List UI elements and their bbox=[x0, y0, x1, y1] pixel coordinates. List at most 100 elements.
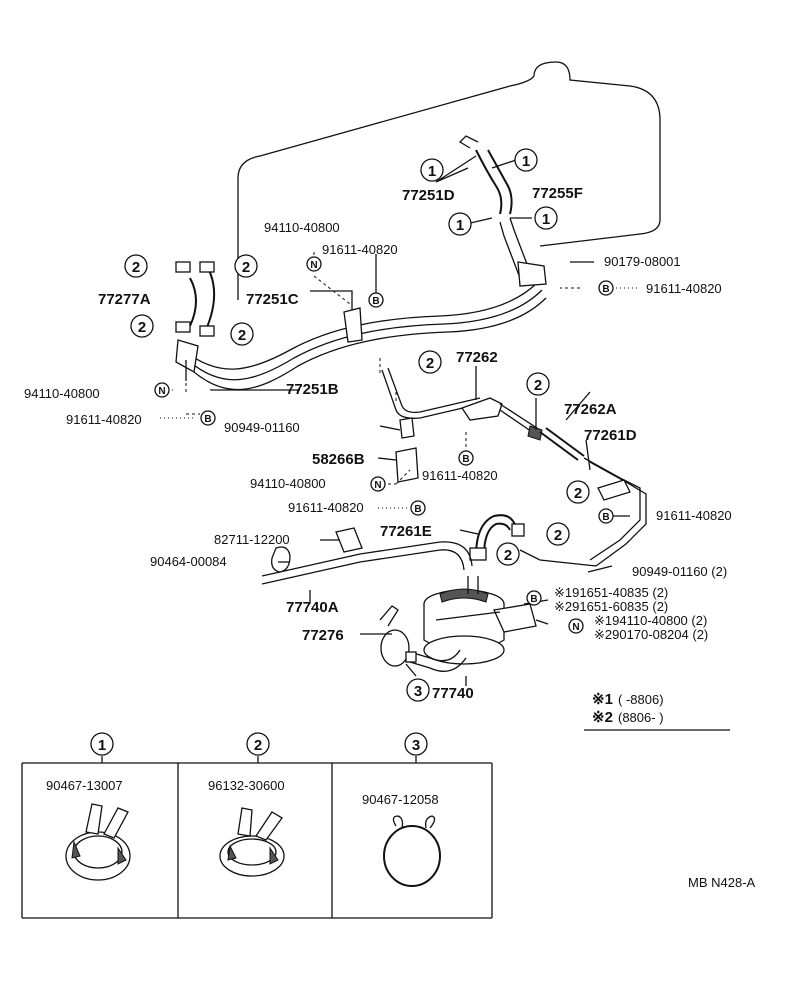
label-77262a: 77262A bbox=[564, 401, 617, 418]
svg-text:2: 2 bbox=[138, 319, 146, 336]
marker-b: B bbox=[200, 410, 216, 426]
label-91611-40820-mid: 91611-40820 bbox=[422, 468, 498, 483]
label-77262: 77262 bbox=[456, 349, 498, 366]
label-58266b: 58266B bbox=[312, 451, 365, 468]
label-94110-40800-left: 94110-40800 bbox=[24, 386, 100, 401]
svg-text:N: N bbox=[158, 386, 165, 397]
clamp-part-1: 90467-13007 bbox=[46, 778, 123, 793]
label-291651-60835: ※291651-60835 (2) bbox=[554, 599, 668, 614]
label-77740a: 77740A bbox=[286, 599, 339, 616]
callout-2: 2 bbox=[566, 480, 590, 504]
callout-1: 1 bbox=[420, 158, 444, 182]
callout-2: 2 bbox=[526, 372, 550, 396]
callout-2: 2 bbox=[130, 314, 154, 338]
callout-2: 2 bbox=[234, 254, 258, 278]
marker-b: B bbox=[598, 508, 614, 524]
svg-text:2: 2 bbox=[132, 259, 140, 276]
callout-circles: 1 1 1 1 2 2 2 2 2 2 2 2 2 3 bbox=[124, 148, 590, 702]
svg-text:B: B bbox=[602, 284, 609, 295]
svg-text:2: 2 bbox=[534, 377, 542, 394]
clamp-drawing-1 bbox=[65, 803, 131, 881]
svg-text:3: 3 bbox=[414, 683, 422, 700]
label-91611-40820-right-1: 91611-40820 bbox=[646, 281, 722, 296]
svg-text:1: 1 bbox=[428, 163, 436, 180]
marker-b: B bbox=[368, 292, 384, 308]
label-77261e: 77261E bbox=[380, 523, 432, 540]
svg-text:1: 1 bbox=[522, 153, 530, 170]
marker-b: B bbox=[458, 450, 474, 466]
marker-n: N bbox=[568, 618, 584, 634]
hoses-left bbox=[175, 261, 216, 337]
label-77251c: 77251C bbox=[246, 291, 299, 308]
legend-range-2: (8806- ) bbox=[618, 710, 664, 725]
legend-mark-2: ※2 bbox=[592, 709, 613, 726]
svg-text:2: 2 bbox=[254, 737, 262, 754]
fuel-tank bbox=[237, 61, 661, 300]
svg-text:B: B bbox=[372, 296, 379, 307]
svg-text:2: 2 bbox=[238, 327, 246, 344]
clamp-callout-3: 3 bbox=[404, 732, 428, 756]
label-91611-40820-top: 91611-40820 bbox=[322, 242, 398, 257]
callout-2: 2 bbox=[546, 522, 570, 546]
svg-text:1: 1 bbox=[542, 211, 550, 228]
label-77255f: 77255F bbox=[532, 185, 583, 202]
label-77740: 77740 bbox=[432, 685, 474, 702]
label-194110-40800: ※194110-40800 (2) bbox=[594, 613, 707, 628]
clamp-drawing-2 bbox=[219, 807, 285, 877]
label-77276: 77276 bbox=[302, 627, 344, 644]
clamp-part-3: 90467-12058 bbox=[362, 792, 439, 807]
vapor-line-77262 bbox=[381, 367, 647, 567]
svg-text:2: 2 bbox=[242, 259, 250, 276]
vapor-pipe-assembly bbox=[175, 135, 547, 391]
label-77251b: 77251B bbox=[286, 381, 339, 398]
label-77277a: 77277A bbox=[98, 291, 151, 308]
label-77261d: 77261D bbox=[584, 427, 637, 444]
svg-text:N: N bbox=[310, 260, 317, 271]
callout-2: 2 bbox=[496, 542, 520, 566]
callout-2: 2 bbox=[230, 322, 254, 346]
label-290170-08204: ※290170-08204 (2) bbox=[594, 627, 708, 642]
diagram-code: MB N428-A bbox=[688, 875, 756, 890]
callout-2: 2 bbox=[418, 350, 442, 374]
svg-text:2: 2 bbox=[426, 355, 434, 372]
callout-2: 2 bbox=[124, 254, 148, 278]
label-77251d: 77251D bbox=[402, 187, 455, 204]
svg-text:3: 3 bbox=[412, 737, 420, 754]
marker-b: B bbox=[598, 280, 614, 296]
label-191651-40835: ※191651-40835 (2) bbox=[554, 585, 668, 600]
label-90949-01160-2: 90949-01160 (2) bbox=[632, 564, 727, 579]
callout-1: 1 bbox=[448, 212, 472, 236]
label-91611-40820-mid-2: 91611-40820 bbox=[288, 500, 364, 515]
label-94110-40800-mid: 94110-40800 bbox=[250, 476, 326, 491]
marker-n: N bbox=[370, 476, 386, 492]
label-82711-12200: 82711-12200 bbox=[214, 532, 290, 547]
marker-b: B bbox=[410, 500, 426, 516]
label-90464-00084: 90464-00084 bbox=[150, 554, 227, 569]
marker-n: N bbox=[154, 382, 170, 398]
clamp-panels: 1 2 3 90467-13007 96132-30600 90467-1205… bbox=[21, 732, 493, 919]
svg-text:B: B bbox=[204, 414, 211, 425]
date-legend: ※1 ( -8806) ※2 (8806- ) bbox=[584, 691, 730, 731]
svg-text:B: B bbox=[462, 454, 469, 465]
part-labels: 77251D 77255F 94110-40800 91611-40820 90… bbox=[24, 185, 732, 702]
tube-77740a bbox=[261, 527, 473, 585]
label-91611-40820-left: 91611-40820 bbox=[66, 412, 142, 427]
label-94110-40800-top: 94110-40800 bbox=[264, 220, 340, 235]
clamp-part-2: 96132-30600 bbox=[208, 778, 285, 793]
clamp-callout-1: 1 bbox=[90, 732, 114, 756]
label-91611-40820-right-2: 91611-40820 bbox=[656, 508, 732, 523]
letter-markers: N B B N B B N B B B N bbox=[154, 256, 614, 634]
marker-b: B bbox=[526, 590, 542, 606]
svg-text:1: 1 bbox=[456, 217, 464, 234]
legend-range-1: ( -8806) bbox=[618, 692, 664, 707]
svg-text:1: 1 bbox=[98, 737, 106, 754]
svg-text:2: 2 bbox=[574, 485, 582, 502]
clamp-callout-2: 2 bbox=[246, 732, 270, 756]
label-90179-08001: 90179-08001 bbox=[604, 254, 681, 269]
svg-text:2: 2 bbox=[554, 527, 562, 544]
legend-mark-1: ※1 bbox=[592, 691, 613, 708]
callout-1: 1 bbox=[534, 206, 558, 230]
svg-text:N: N bbox=[572, 622, 579, 633]
svg-text:B: B bbox=[602, 512, 609, 523]
